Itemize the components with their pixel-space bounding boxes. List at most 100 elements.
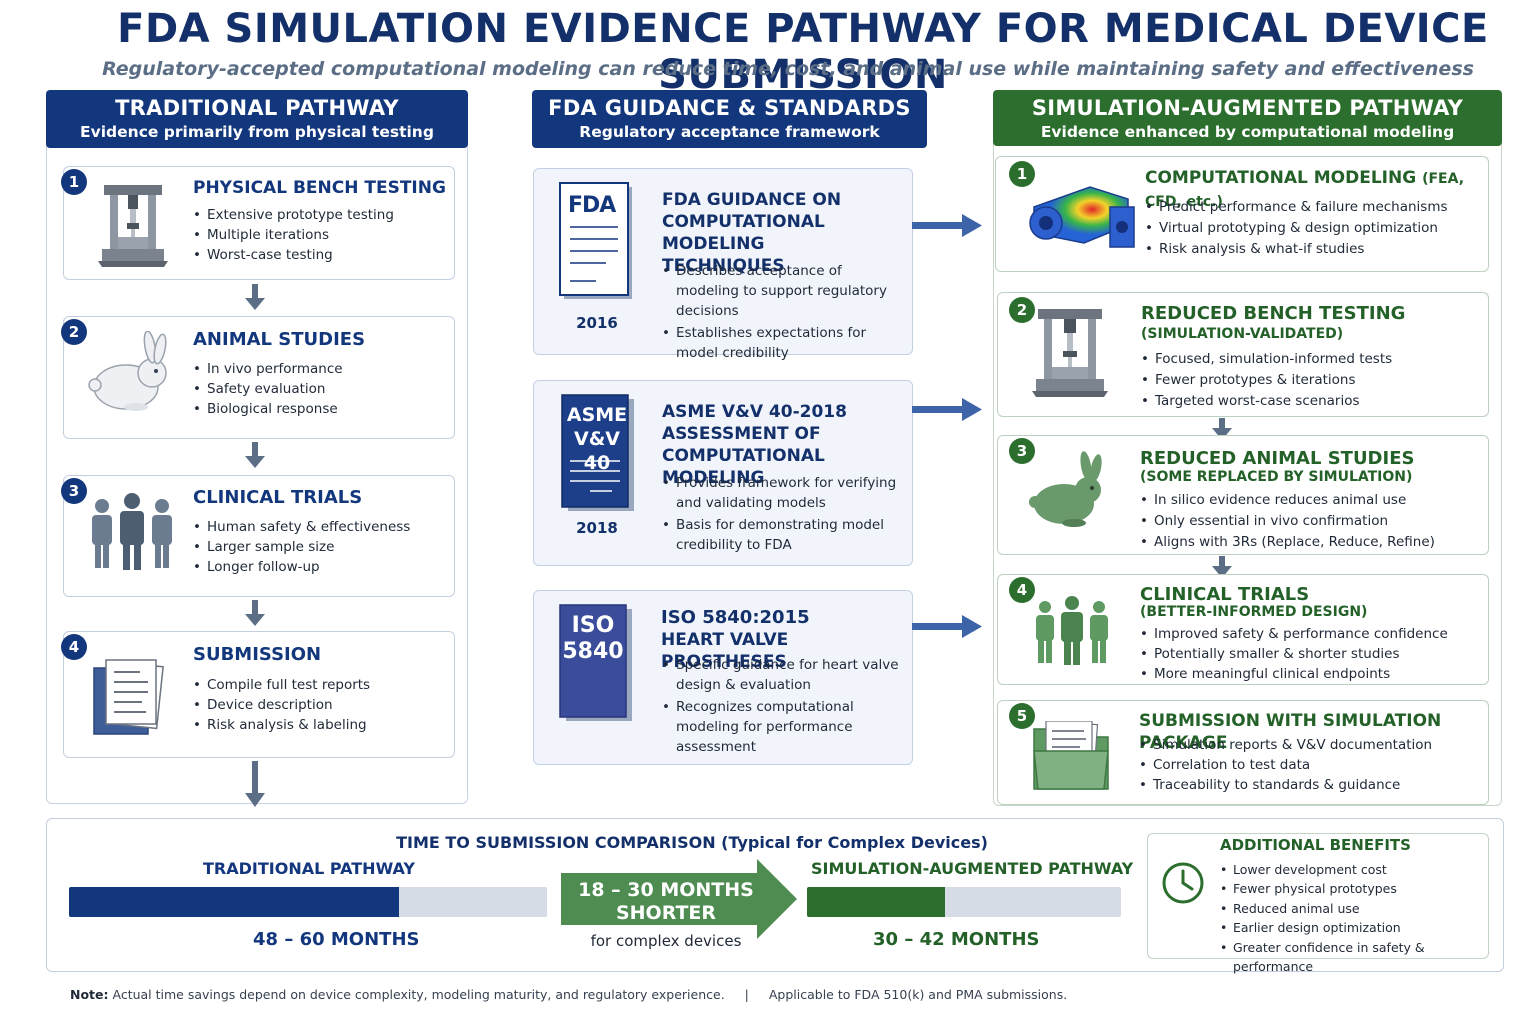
iso-book-label: ISO 5840 [560, 613, 626, 665]
bullet: More meaningful clinical endpoints [1140, 664, 1448, 684]
step-bullets: Simulation reports & V&V documentation C… [1139, 735, 1432, 795]
bullet: Virtual prototyping & design optimizatio… [1145, 218, 1448, 239]
bullet: Safety evaluation [193, 379, 343, 399]
asme-book-label: ASME V&V 40 [562, 403, 632, 475]
step-number: 1 [1009, 161, 1035, 187]
simulation-bar-fill [807, 887, 946, 917]
rabbit-icon [88, 331, 167, 411]
sim-step-reduced-animal: 3 REDUCED ANIMAL STUDIES (SOME REPLACED … [997, 435, 1489, 555]
benefits-list: Lower development cost Fewer physical pr… [1220, 860, 1488, 976]
bullet: Correlation to test data [1139, 755, 1432, 775]
bullet: Simulation reports & V&V documentation [1139, 735, 1432, 755]
benefit-item: Reduced animal use [1220, 899, 1488, 919]
traditional-header-subtitle: Evidence primarily from physical testing [80, 123, 434, 141]
step-number: 2 [61, 319, 87, 345]
guidance-title-line: ASSESSMENT OF [662, 424, 821, 444]
simulation-bar-track [807, 887, 1121, 917]
people-icon [1036, 596, 1108, 665]
trad-step-submission: 4 SUBMISSION Compile full test reports D… [61, 631, 455, 758]
benefit-item: Earlier design optimization [1220, 918, 1488, 938]
trad-step-bench-testing: 1 PHYSICAL BENCH TESTING Extensive proto… [61, 166, 455, 280]
step-title: ANIMAL STUDIES [193, 329, 366, 350]
step-bullets: Focused, simulation-informed tests Fewer… [1141, 349, 1392, 412]
step-number: 2 [1009, 297, 1035, 323]
traditional-bar-track [69, 887, 547, 917]
step-bullets: Extensive prototype testing Multiple ite… [193, 205, 394, 265]
step-title: PHYSICAL BENCH TESTING [193, 178, 446, 198]
simulation-header-title: SIMULATION-AUGMENTED PATHWAY [1031, 96, 1464, 120]
step-title: REDUCED BENCH TESTING [1141, 303, 1406, 324]
shorter-line-2: SHORTER [615, 902, 717, 924]
bullet: Longer follow-up [193, 557, 410, 577]
trad-step-clinical-trials: 3 CLINICAL TRIALS Human safety & effecti… [61, 475, 455, 597]
step-number: 1 [61, 169, 87, 195]
bullet: Aligns with 3Rs (Replace, Reduce, Refine… [1140, 532, 1435, 553]
footnote: Note: Actual time savings depend on devi… [70, 987, 1067, 1002]
sim-step-reduced-bench: 2 REDUCED BENCH TESTING (SIMULATION-VALI… [997, 292, 1489, 417]
guidance-bullets: Describes acceptance of modeling to supp… [662, 261, 902, 363]
guidance-fda: FDA 2016 FDA GUIDANCE ON COMPUTATIONAL M… [533, 168, 913, 361]
bullet: Recognizes computational modeling for pe… [662, 697, 900, 757]
simulation-bar-label: SIMULATION-AUGMENTED PATHWAY [811, 859, 1134, 878]
traditional-bar-value: 48 – 60 MONTHS [253, 929, 420, 950]
sim-step-computational-modeling: 1 COMPUTATIONAL MODELING (FEA, CFD, etc.… [995, 156, 1489, 272]
down-arrow-icon [1212, 556, 1232, 578]
page-subtitle: Regulatory-accepted computational modeli… [102, 58, 1474, 80]
asme-book-icon [561, 394, 634, 511]
sim-step-submission: 5 SUBMISSION WITH SIMULATION PACKAGE Sim… [997, 700, 1489, 805]
bullet: Risk analysis & what-if studies [1145, 239, 1448, 260]
guidance-bullets: Provides framework for verifying and val… [662, 473, 902, 555]
book-label-line: V&V 40 [574, 428, 620, 474]
guidance-header-subtitle: Regulatory acceptance framework [579, 123, 880, 141]
step-title: CLINICAL TRIALS [193, 487, 363, 508]
footnote-label: Note: [70, 987, 109, 1002]
bullet: In silico evidence reduces animal use [1140, 490, 1435, 511]
right-arrow-icon [912, 398, 982, 421]
bullet: Predict performance & failure mechanisms [1145, 197, 1448, 218]
guidance-header: FDA GUIDANCE & STANDARDS Regulatory acce… [532, 90, 927, 148]
step-number: 3 [61, 478, 87, 504]
step-bullets: In vivo performance Safety evaluation Bi… [193, 359, 343, 419]
simulation-header: SIMULATION-AUGMENTED PATHWAY Evidence en… [993, 90, 1502, 146]
book-label-line: ISO [571, 613, 615, 638]
fea-model-icon [1029, 186, 1135, 248]
guidance-year: 2016 [576, 314, 618, 332]
iso-book-icon [559, 604, 632, 721]
comparison-title-text: TIME TO SUBMISSION COMPARISON [396, 833, 716, 852]
right-arrow-icon [912, 615, 982, 638]
rabbit-icon [1029, 451, 1102, 527]
bullet: Biological response [193, 399, 343, 419]
footnote-text-2: Applicable to FDA 510(k) and PMA submiss… [768, 987, 1068, 1002]
guidance-year: 2018 [576, 519, 618, 537]
bullet: Fewer prototypes & iterations [1141, 370, 1392, 391]
step-subtitle: (SOME REPLACED BY SIMULATION) [1140, 469, 1413, 485]
guidance-title-line: FDA GUIDANCE ON [662, 190, 842, 210]
bullet: Multiple iterations [193, 225, 394, 245]
bullet: Only essential in vivo confirmation [1140, 511, 1435, 532]
trad-step-animal-studies: 2 ANIMAL STUDIES In vivo performance Saf… [61, 316, 455, 439]
bullet: In vivo performance [193, 359, 343, 379]
documents-icon [93, 659, 164, 735]
traditional-header: TRADITIONAL PATHWAY Evidence primarily f… [46, 90, 468, 148]
bullet: Worst-case testing [193, 245, 394, 265]
step-number: 3 [1009, 438, 1035, 464]
traditional-bar-fill [69, 887, 399, 917]
bullet: Establishes expectations for model credi… [662, 323, 902, 363]
fda-document-icon [559, 182, 632, 299]
people-icon [92, 493, 172, 570]
book-label-line: ASME [566, 404, 628, 426]
step-title: SUBMISSION [193, 644, 322, 665]
step-title: REDUCED ANIMAL STUDIES [1140, 448, 1415, 469]
benefit-item: Fewer physical prototypes [1220, 879, 1488, 899]
guidance-header-title: FDA GUIDANCE & STANDARDS [548, 96, 911, 120]
shorter-line-1: 18 – 30 MONTHS [578, 879, 754, 901]
test-machine-icon [1032, 309, 1108, 397]
bullet: Provides framework for verifying and val… [662, 473, 902, 513]
guidance-title-line: COMPUTATIONAL MODELING [662, 212, 825, 254]
down-arrow-icon [1212, 418, 1232, 440]
benefit-item: Lower development cost [1220, 860, 1488, 880]
step-number: 4 [61, 634, 87, 660]
shorter-arrow-text: 18 – 30 MONTHS SHORTER [561, 879, 771, 925]
footnote-separator: | [744, 987, 749, 1002]
step-title-text: COMPUTATIONAL MODELING [1145, 168, 1417, 188]
